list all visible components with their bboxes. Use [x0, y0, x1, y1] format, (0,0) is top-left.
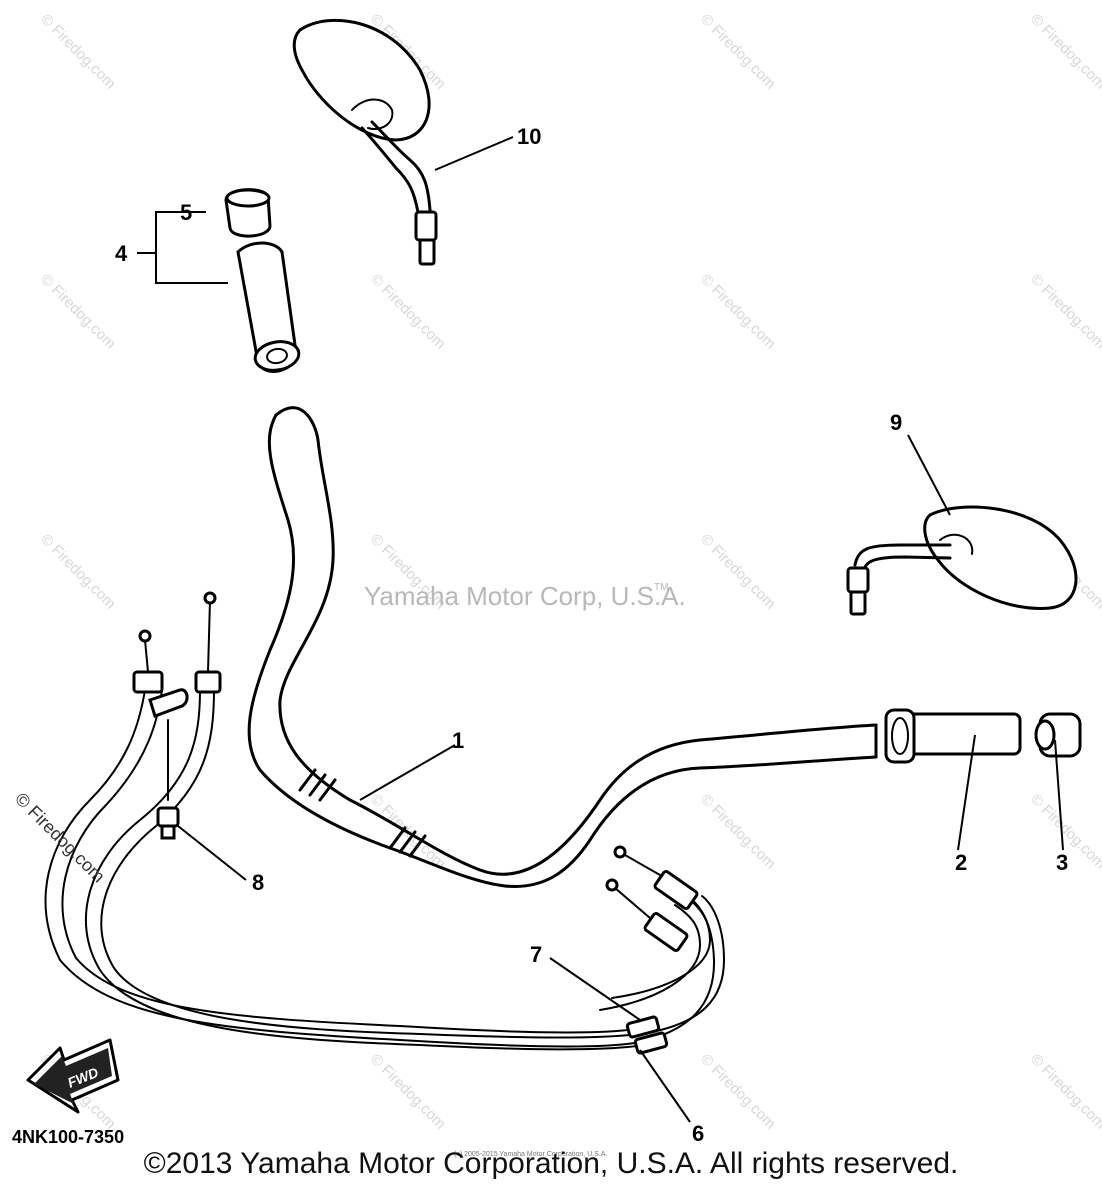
callout-3: 3 [1056, 850, 1068, 875]
trademark-mark: TM [654, 582, 668, 593]
callout-4: 4 [115, 241, 128, 266]
callout-7: 7 [530, 942, 542, 967]
watermark-tile: © Firedog.com [1027, 271, 1102, 353]
watermark-tile: © Firedog.com [697, 11, 779, 93]
drawing-reference: 4NK100-7350 [12, 1127, 124, 1147]
right-mirror [846, 505, 1078, 616]
side-watermark: © Firedog.com [11, 789, 109, 887]
callout-8: 8 [252, 870, 264, 895]
left-grip [236, 241, 301, 373]
watermark-tile: © Firedog.com [37, 271, 119, 353]
watermark-tile: © Firedog.com [367, 271, 449, 353]
watermark-tile: © Firedog.com [367, 1051, 449, 1133]
watermark-tile: © Firedog.com [697, 531, 779, 613]
callout-2: 2 [955, 850, 967, 875]
callout-6: 6 [692, 1121, 704, 1146]
grip-end [1034, 712, 1082, 758]
throttle-cables [44, 591, 725, 1055]
watermark-tile: © Firedog.com [697, 791, 779, 873]
small-copyright-notice: (c) 2005-2015 Yamaha Motor Corporation, … [454, 1151, 607, 1158]
watermark-tile: © Firedog.com [37, 531, 119, 613]
screw [156, 719, 180, 840]
copyright-footer: ©2013 Yamaha Motor Corporation, U.S.A. A… [143, 1147, 959, 1180]
watermark-tile: © Firedog.com [1027, 11, 1102, 93]
handlebar [247, 406, 878, 889]
leader-lines [137, 136, 1064, 1123]
watermark-tile: © Firedog.com [697, 271, 779, 353]
watermark-tiles: © Firedog.com © Firedog.com © Firedog.co… [37, 11, 1102, 1133]
callout-5: 5 [180, 200, 192, 225]
grip-cap [224, 188, 272, 238]
watermark-tile: © Firedog.com [697, 1051, 779, 1133]
left-mirror [292, 18, 438, 266]
callout-9: 9 [890, 410, 902, 435]
center-watermark: Yamaha Motor Corp, U.S.A. [364, 581, 686, 611]
callout-10: 10 [517, 124, 541, 149]
fwd-arrow-icon: FWD [26, 1038, 120, 1114]
part-callouts: 1 2 3 4 5 6 7 8 9 10 [115, 124, 1068, 1146]
watermark-tile: © Firedog.com [1027, 1051, 1102, 1133]
right-grip [884, 708, 1022, 764]
watermark-tile: © Firedog.com [37, 11, 119, 93]
callout-1: 1 [452, 728, 464, 753]
